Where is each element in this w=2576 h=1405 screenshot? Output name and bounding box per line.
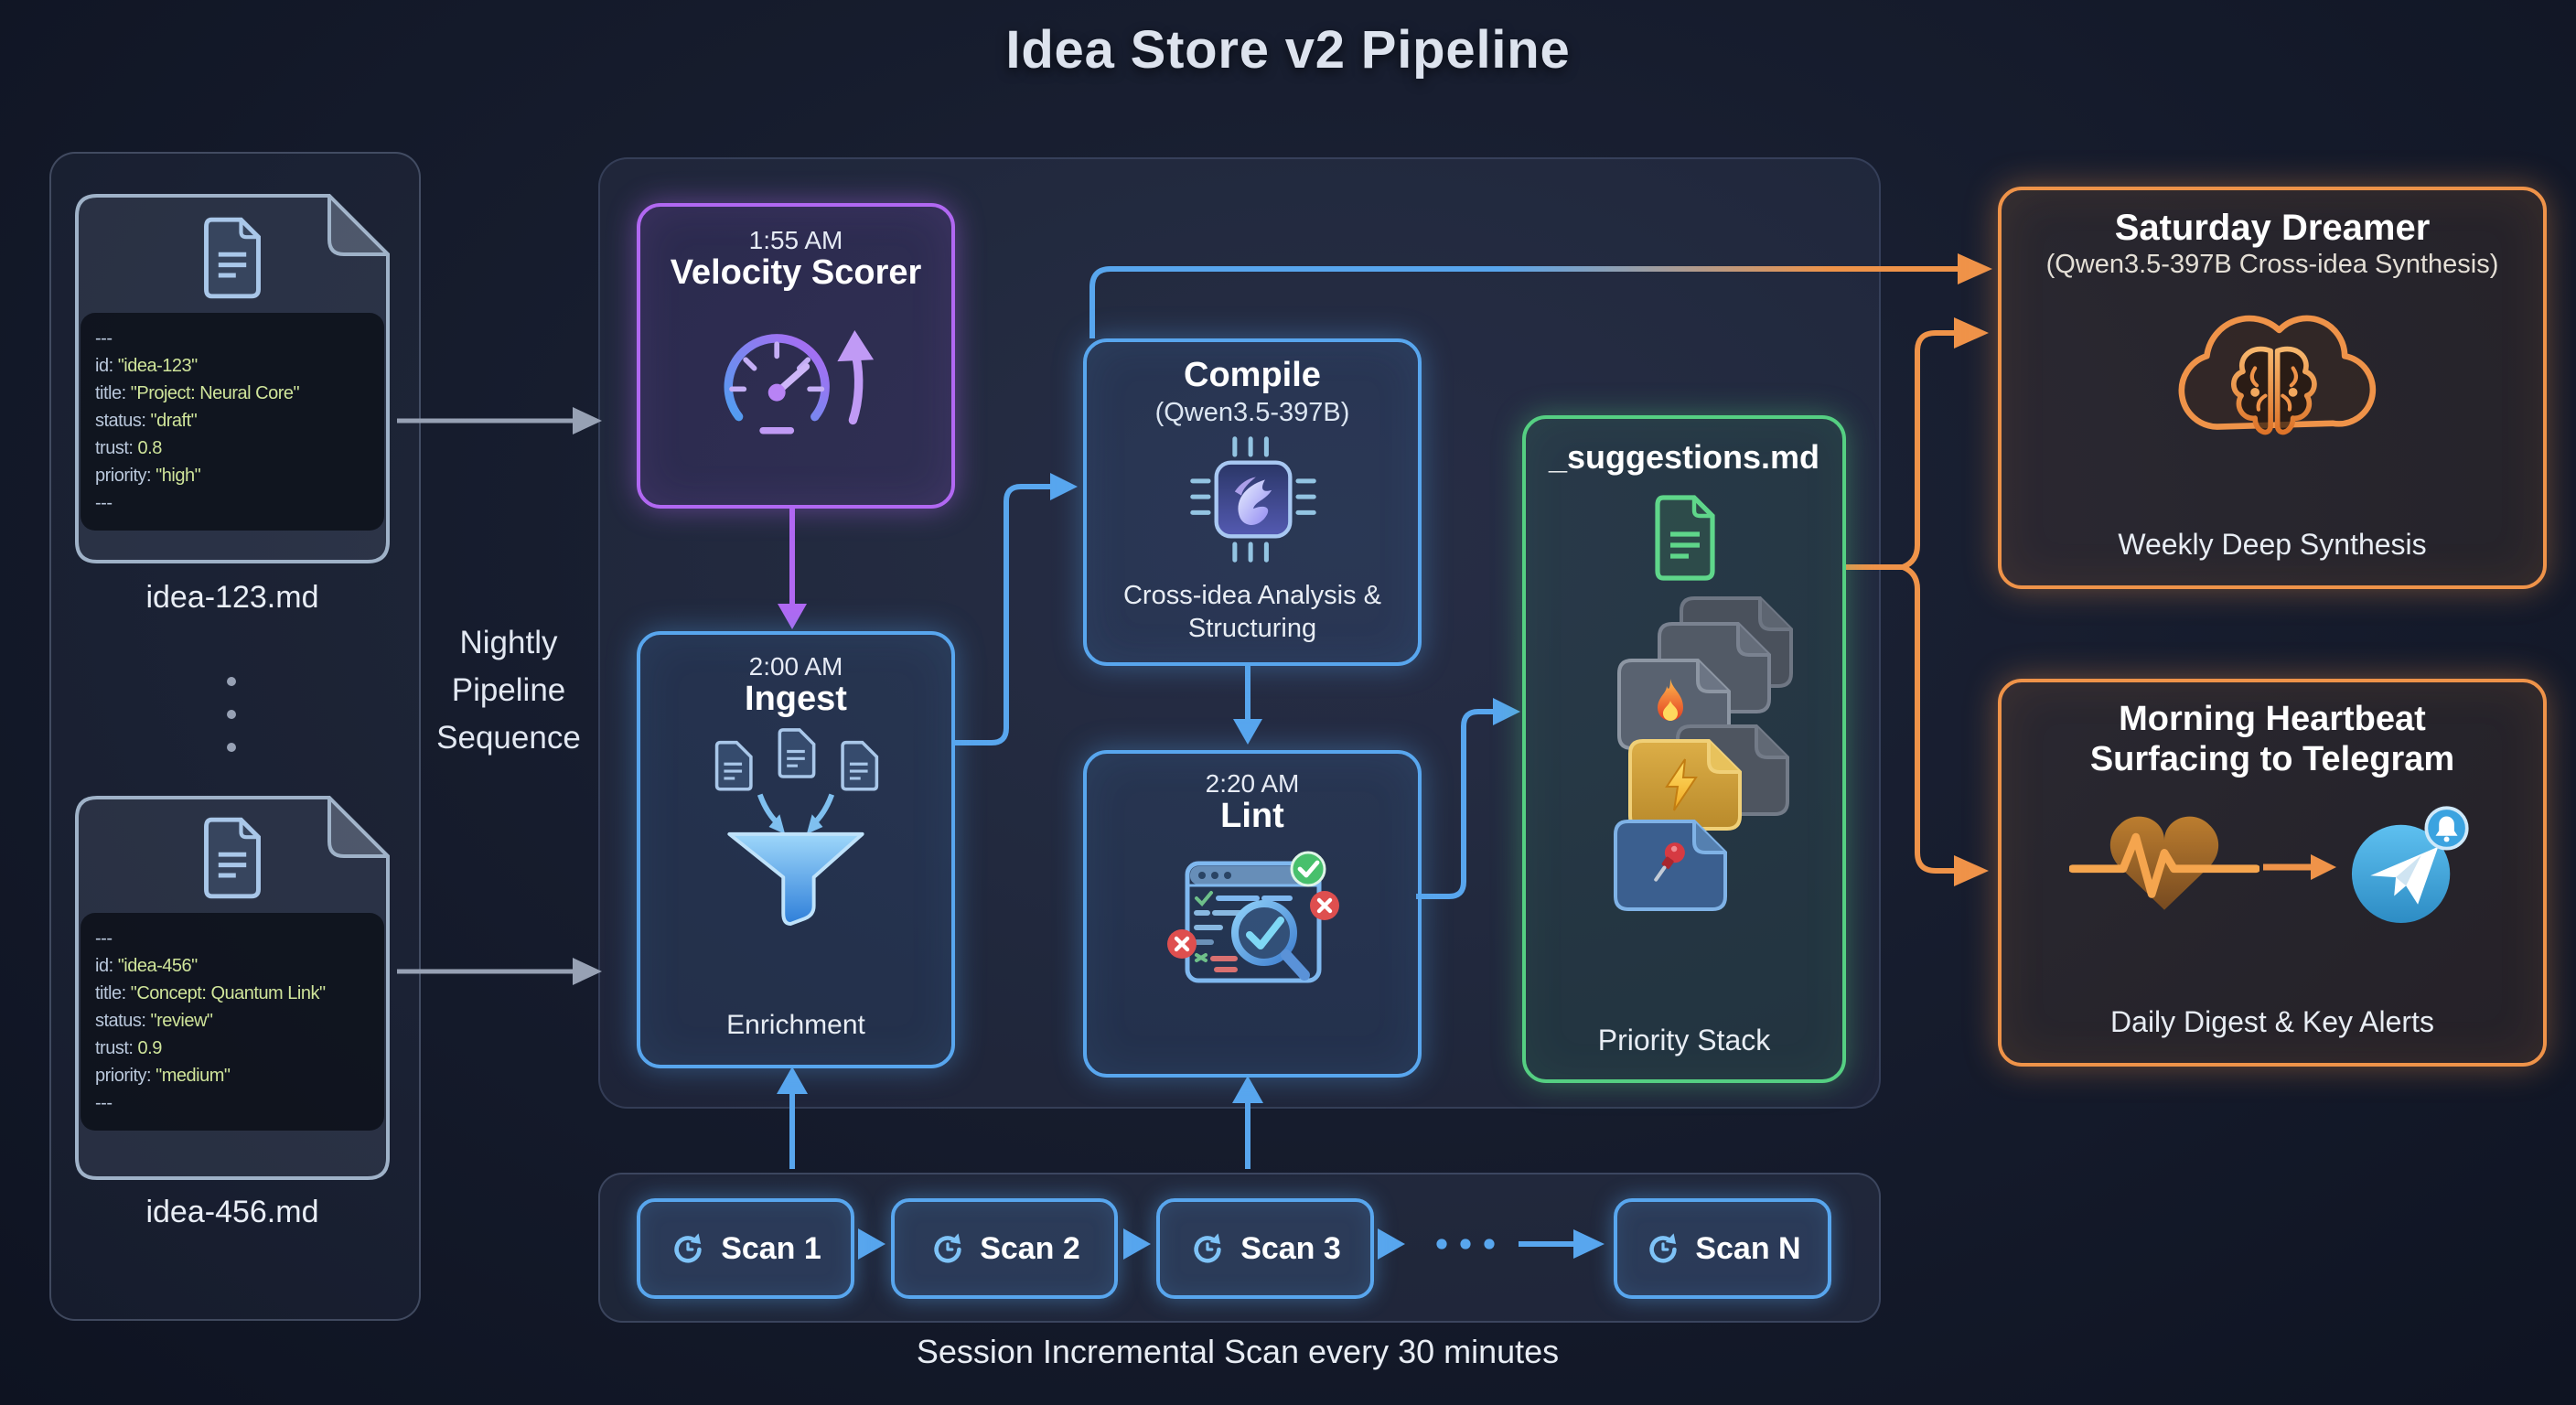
document-icon	[204, 217, 261, 299]
scan-label: Scan 2	[980, 1230, 1080, 1265]
connector-compile-to-dreamer	[1089, 253, 1992, 338]
node-lint: 2:20 AM Lint	[1083, 750, 1422, 1078]
node-time: 1:55 AM	[748, 225, 843, 254]
node-caption: Cross-idea Analysis & Structuring	[1122, 582, 1382, 644]
ai-chip-icon	[1189, 436, 1315, 563]
file-card-idea-456: --- id: "idea-456" title: "Concept: Quan…	[75, 796, 390, 1180]
yaml-line: trust: 0.8	[95, 439, 162, 459]
priority-stack	[1565, 593, 1803, 915]
pushpin-icon	[1653, 842, 1684, 882]
node-caption: Priority Stack	[1597, 1026, 1771, 1057]
heartbeat-icon-row	[2069, 796, 2475, 938]
node-ingest: 2:00 AM Ingest	[637, 631, 955, 1068]
arrow-right-icon	[2263, 854, 2336, 880]
connector-scans-to-lint	[1232, 1076, 1263, 1169]
scan-label: Scan N	[1695, 1230, 1801, 1265]
scan-label: Scan 1	[721, 1230, 821, 1265]
node-caption: Daily Digest & Key Alerts	[2110, 1008, 2434, 1039]
node-title: Morning Heartbeat Surfacing to Telegram	[2089, 701, 2455, 779]
yaml-line: title: "Concept: Quantum Link"	[95, 984, 326, 1004]
nightly-sequence-label: Nightly Pipeline Sequence	[436, 624, 581, 756]
node-subtitle: (Qwen3.5-397B Cross-idea Synthesis)	[2045, 251, 2499, 280]
lightning-bolt-icon	[1664, 758, 1697, 811]
yaml-line: title: "Project: Neural Core"	[95, 384, 300, 404]
yaml-line: ---	[95, 929, 113, 949]
flame-icon	[1657, 679, 1682, 721]
node-time: 2:00 AM	[748, 651, 843, 681]
yaml-line: id: "idea-456"	[95, 957, 198, 977]
cloud-brain-icon	[2178, 315, 2377, 435]
yaml-line: ---	[95, 329, 113, 349]
yaml-line: trust: 0.9	[95, 1039, 162, 1059]
node-title: Ingest	[745, 681, 847, 719]
node-time: 2:20 AM	[1205, 768, 1300, 798]
yaml-line: ---	[95, 494, 113, 514]
refresh-icon	[1194, 1232, 1221, 1262]
connector-file2-to-pipeline	[397, 958, 602, 985]
priority-card-energy	[1627, 739, 1741, 831]
node-subtitle: (Qwen3.5-397B)	[1154, 399, 1350, 428]
more-files-ellipsis	[227, 677, 238, 776]
node-title: Compile	[1184, 357, 1321, 395]
yaml-line: priority: "medium"	[95, 1067, 231, 1087]
connector-file1-to-pipeline	[397, 407, 602, 434]
connector-ingest-to-compile	[951, 473, 1078, 745]
filename-label: idea-123.md	[145, 580, 319, 615]
scan-chip-2: Scan 2	[891, 1198, 1118, 1299]
node-velocity-scorer: 1:55 AM Velocity Scorer	[637, 203, 955, 509]
scan-chip-1: Scan 1	[637, 1198, 854, 1299]
node-caption: Enrichment	[726, 1010, 865, 1041]
node-morning-heartbeat: Morning Heartbeat Surfacing to Telegram …	[1998, 679, 2547, 1067]
connector-velocity-to-ingest	[778, 507, 807, 629]
arrowhead-to-heartbeat	[1954, 855, 1989, 886]
priority-card-pinned	[1613, 820, 1726, 911]
node-title: Saturday Dreamer	[2114, 209, 2431, 249]
connector-lint-to-suggestions	[1416, 698, 1520, 899]
speedometer-icon	[724, 330, 875, 434]
refresh-icon	[933, 1232, 961, 1262]
node-suggestions: _suggestions.md	[1522, 415, 1846, 1083]
yaml-line: ---	[95, 1094, 113, 1114]
node-title: _suggestions.md	[1548, 439, 1820, 476]
scan-caption: Session Incremental Scan every 30 minute…	[916, 1334, 1560, 1370]
arrowhead-to-dreamer	[1954, 317, 1989, 349]
telegram-icon	[2351, 806, 2469, 924]
refresh-icon	[674, 1232, 702, 1262]
node-title: Velocity Scorer	[670, 254, 922, 293]
connector-scans-to-ingest	[777, 1067, 808, 1169]
yaml-line: status: "draft"	[95, 412, 198, 432]
scan-chain-arrows	[858, 1228, 1605, 1260]
filename-label: idea-456.md	[145, 1195, 319, 1229]
scan-chip-3: Scan 3	[1156, 1198, 1374, 1299]
node-compile: Compile (Qwen3.5-397B) Cross-idea Analys…	[1083, 338, 1422, 666]
yaml-frontmatter: --- id: "idea-123" title: "Project: Neur…	[80, 313, 384, 531]
document-icon	[204, 817, 261, 899]
file-card-idea-123: --- id: "idea-123" title: "Project: Neur…	[75, 194, 390, 563]
suggestions-document-icon	[1654, 495, 1714, 581]
node-caption: Weekly Deep Synthesis	[2118, 531, 2427, 562]
yaml-frontmatter: --- id: "idea-456" title: "Concept: Quan…	[80, 913, 384, 1131]
connector-suggestions-branch	[1842, 330, 1956, 874]
heart-pulse-icon	[2069, 816, 2259, 910]
node-title: Lint	[1220, 798, 1284, 836]
yaml-line: priority: "high"	[95, 467, 201, 487]
page-title: Idea Store v2 Pipeline	[1005, 22, 1571, 80]
funnel-ingest-icon	[714, 728, 879, 927]
yaml-line: id: "idea-123"	[95, 357, 198, 377]
lint-checker-icon	[1166, 851, 1338, 983]
node-saturday-dreamer: Saturday Dreamer (Qwen3.5-397B Cross-ide…	[1998, 187, 2547, 589]
connector-compile-to-lint	[1233, 662, 1262, 745]
scan-label: Scan 3	[1240, 1230, 1341, 1265]
scan-chip-n: Scan N	[1614, 1198, 1831, 1299]
yaml-line: status: "review"	[95, 1012, 213, 1032]
refresh-icon	[1648, 1232, 1677, 1262]
